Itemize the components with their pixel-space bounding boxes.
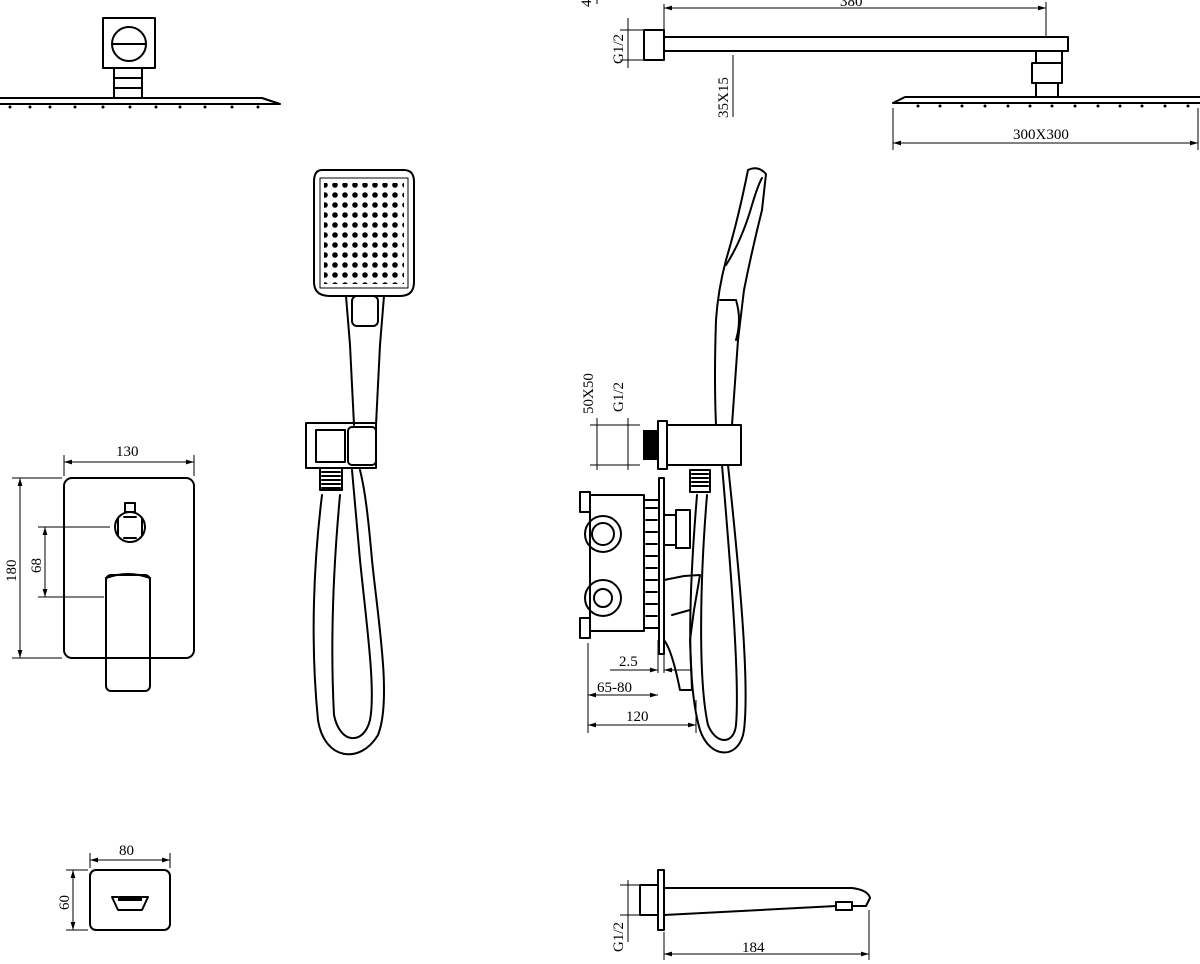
spout-thread-label: G1/2	[611, 922, 627, 952]
bracket-size-label: 50X50	[581, 373, 597, 414]
valve-depth-label: 120	[626, 709, 649, 725]
head-size-label: 300X300	[1013, 127, 1069, 143]
valve-depth-range-label: 65-80	[597, 680, 632, 696]
shower-head-front-view	[0, 17, 281, 109]
bath-spout-side-view	[620, 869, 871, 960]
cap-width-label: 80	[119, 843, 134, 859]
valve-gap-label: 2.5	[619, 654, 638, 670]
hand-shower-front-view	[305, 169, 415, 756]
bracket-thread-label: G1/2	[611, 382, 627, 412]
mixer-plate-front-view	[12, 455, 195, 692]
arm-base-label: 35X15	[716, 77, 732, 118]
plate-width-label: 130	[116, 444, 139, 460]
arm-thread-label: G1/2	[611, 34, 627, 64]
arm-height-partial-label: 4	[579, 0, 595, 7]
plate-height-label: 180	[4, 560, 20, 583]
arm-length-label: 380	[840, 0, 863, 10]
diverter-cap-front-view	[66, 853, 171, 931]
cap-height-label: 60	[57, 895, 73, 910]
plate-axis-label: 68	[29, 558, 45, 573]
spout-length-label: 184	[742, 940, 765, 956]
shower-arm-side-view	[596, 0, 1200, 150]
hand-shower-side-view	[643, 167, 767, 754]
diverter-valve-side-view	[579, 418, 701, 733]
